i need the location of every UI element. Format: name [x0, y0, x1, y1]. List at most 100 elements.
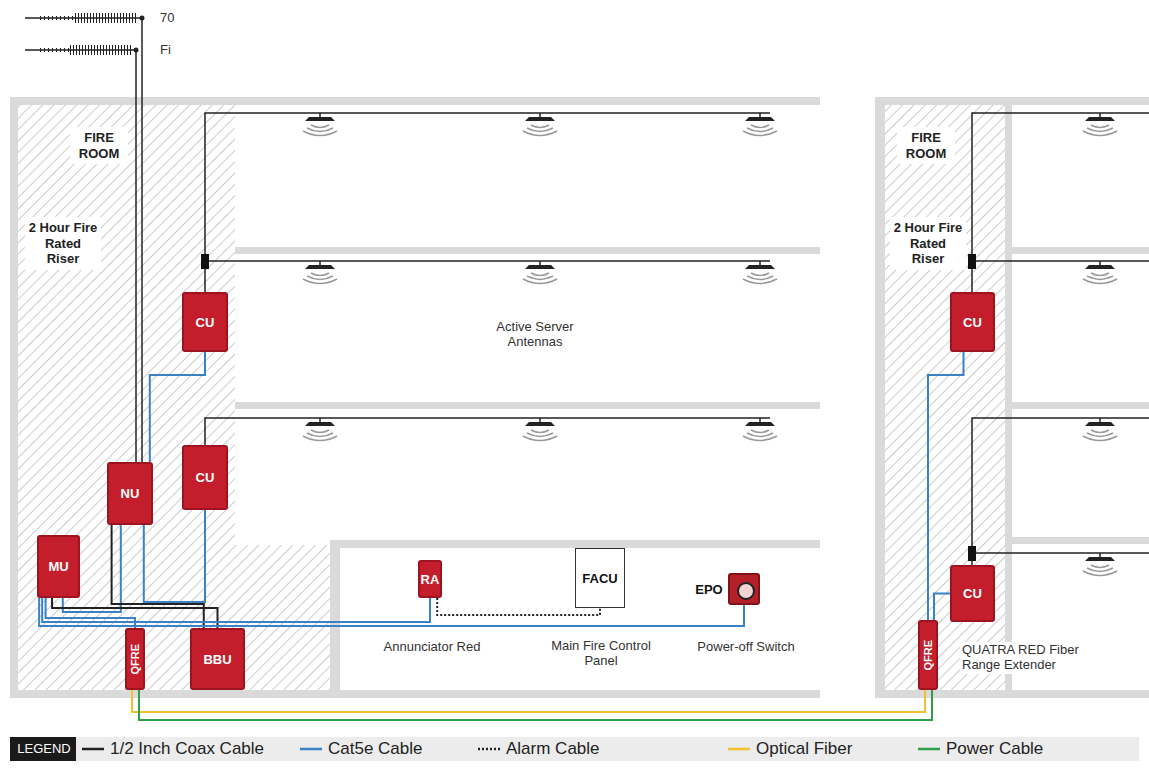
cable	[934, 594, 950, 621]
antenna	[523, 418, 557, 441]
legend-swatch	[478, 746, 500, 752]
wall	[10, 97, 820, 105]
wall	[875, 97, 1149, 105]
legend-text: 1/2 Inch Coax Cable	[110, 737, 264, 761]
legend-line	[82, 748, 104, 751]
wall	[10, 97, 18, 698]
unit-label: MU	[48, 559, 68, 574]
floor-slab	[330, 540, 820, 548]
fire-riser-hatch	[885, 105, 1005, 690]
antenna	[1083, 113, 1117, 136]
legend-text: Alarm Cable	[506, 737, 600, 761]
coax-cable	[972, 552, 1149, 554]
floor-slab	[1005, 402, 1149, 409]
legend-item: Cat5e Cable	[300, 737, 423, 761]
coax-cable	[205, 113, 770, 292]
cu-unit: CU	[950, 565, 995, 622]
wall	[875, 690, 1149, 698]
cu-unit: CU	[182, 292, 228, 352]
cable	[46, 598, 135, 628]
antenna-elements	[40, 48, 70, 52]
antenna-label: 70	[160, 11, 174, 26]
antenna	[1083, 418, 1117, 441]
floor-slab	[235, 247, 820, 254]
unit-label: CU	[963, 315, 982, 330]
legend-text: Cat5e Cable	[328, 737, 423, 761]
cable	[437, 598, 600, 615]
fiber-extender: QFREQUATRA RED Fiber Range Extender	[918, 620, 938, 690]
cable	[39, 598, 744, 626]
antenna	[523, 261, 557, 284]
cable	[144, 510, 205, 602]
legend-item: Power Cable	[918, 737, 1043, 761]
battery-unit: BBU	[190, 628, 245, 690]
antenna-elements	[75, 13, 138, 23]
coax-runs	[136, 18, 1149, 565]
coax-cable	[135, 50, 137, 462]
fire-riser-hatch	[18, 105, 330, 690]
legend-swatch	[918, 746, 940, 752]
antenna	[523, 113, 557, 136]
legend-text: Power Cable	[946, 737, 1043, 761]
cable	[42, 598, 430, 622]
antenna-elements	[70, 45, 132, 55]
legend-item: Alarm Cable	[478, 737, 600, 761]
wall	[330, 540, 340, 690]
legend-line	[300, 748, 322, 751]
caption-label: Annunciator Red	[380, 640, 484, 655]
cu-unit: CU	[950, 292, 995, 352]
floor-slab	[1005, 537, 1149, 544]
unit-label: CU	[196, 315, 215, 330]
legend-tag	[10, 737, 76, 761]
unit-label: FACU	[582, 571, 617, 586]
area-label: Active Server Antennas	[470, 320, 600, 350]
antenna	[303, 113, 337, 136]
cable	[150, 352, 205, 462]
cable	[112, 525, 204, 628]
legend-title: LEGEND	[16, 741, 72, 757]
unit-label: RA	[421, 572, 440, 587]
antenna-boom	[25, 17, 140, 19]
donor-antennas	[25, 16, 145, 53]
fire-riser: FIRE ROOM 2 Hour Fire Rated RiserCU CU QFRE…	[885, 105, 1005, 690]
legend-line	[728, 748, 750, 751]
antenna	[743, 113, 777, 136]
coax-cable	[972, 113, 1149, 292]
fire-control-panel: FACUMain Fire Control Panel	[575, 548, 625, 608]
cable	[928, 352, 964, 620]
legend-line	[478, 748, 500, 751]
mu-unit: MU	[37, 535, 80, 598]
unit-label: FIRE ROOM	[70, 127, 128, 164]
walls	[10, 97, 1149, 698]
splitters	[201, 254, 976, 561]
unit-label: NU	[121, 486, 140, 501]
legend-item: Optical Fiber	[728, 737, 852, 761]
unit-label: FIRE ROOM	[897, 127, 955, 164]
caption-label: Power-off Switch	[691, 640, 801, 655]
antenna-label: Fi	[160, 43, 171, 58]
cable	[132, 690, 925, 712]
caption-label: QUATRA RED Fiber Range Extender	[960, 642, 1114, 674]
coax-cable	[205, 418, 770, 445]
floor-slab	[1005, 247, 1149, 254]
unit-label: BBU	[203, 652, 231, 667]
legend-swatch	[82, 746, 104, 752]
caption-label: Main Fire Control Panel	[541, 639, 661, 669]
legend-bar	[10, 737, 1139, 761]
wall	[875, 97, 885, 698]
caption-label: 2 Hour Fire Rated Riser	[25, 217, 101, 270]
server-antennas	[303, 113, 1117, 576]
unit-label: CU	[196, 470, 215, 485]
unit-label: CU	[963, 586, 982, 601]
fire-riser: FIRE ROOM 2 Hour Fire Rated RiserCU NU CU MU…	[18, 105, 235, 690]
antenna-boom	[25, 49, 134, 51]
antenna	[1083, 261, 1117, 284]
cable	[139, 690, 932, 720]
switch-button	[737, 582, 755, 600]
splitter	[201, 254, 209, 269]
caption-label: 2 Hour Fire Rated Riser	[890, 217, 966, 270]
cu-unit: CU	[182, 445, 228, 510]
antenna-elements	[40, 16, 75, 20]
